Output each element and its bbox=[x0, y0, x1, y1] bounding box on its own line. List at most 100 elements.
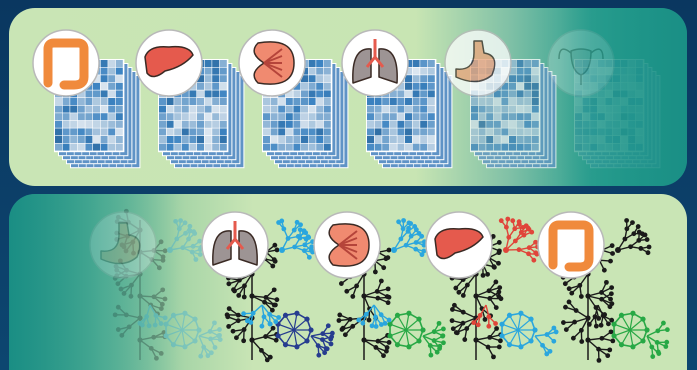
network-node bbox=[279, 247, 285, 253]
heatmap-cell bbox=[517, 136, 524, 143]
heatmap-cell bbox=[93, 144, 100, 151]
heatmap-cell bbox=[413, 113, 420, 120]
heatmap-cell bbox=[220, 98, 227, 105]
heatmap-cell bbox=[278, 144, 285, 151]
heatmap-cell bbox=[524, 83, 531, 90]
heatmap-cell bbox=[309, 128, 316, 135]
heatmap-cell bbox=[286, 98, 293, 105]
heatmap-cell bbox=[479, 144, 486, 151]
network-node bbox=[395, 313, 400, 318]
heatmap-cell bbox=[263, 136, 270, 143]
heatmap-cell bbox=[101, 98, 108, 105]
heatmap-cell bbox=[390, 106, 397, 113]
heatmap-cell bbox=[85, 113, 92, 120]
heatmap-cell bbox=[375, 136, 382, 143]
heatmap-cell bbox=[316, 98, 323, 105]
network-node bbox=[420, 252, 425, 257]
network-node bbox=[384, 256, 389, 261]
heatmap-cell bbox=[524, 106, 531, 113]
heatmap-cell bbox=[197, 144, 204, 151]
heatmap-cell bbox=[167, 121, 174, 128]
network-node bbox=[182, 311, 187, 316]
liver-icon bbox=[426, 212, 492, 278]
heatmap-cell bbox=[263, 144, 270, 151]
heatmap-cell bbox=[479, 136, 486, 143]
network-node bbox=[183, 220, 188, 225]
heatmap-cell bbox=[367, 128, 374, 135]
heatmap-cell bbox=[501, 144, 508, 151]
heatmap-cell bbox=[116, 68, 123, 75]
network-node bbox=[337, 313, 342, 318]
network-node bbox=[602, 268, 607, 273]
network-node bbox=[329, 342, 334, 347]
heatmap-cell bbox=[212, 68, 219, 75]
network-node bbox=[322, 350, 327, 355]
heatmap-cell bbox=[263, 106, 270, 113]
heatmap-cell bbox=[324, 75, 331, 82]
heatmap-cell bbox=[263, 113, 270, 120]
network-node bbox=[507, 342, 512, 347]
network-node bbox=[192, 231, 197, 236]
heatmap-cell bbox=[212, 83, 219, 90]
heatmap-cell bbox=[205, 90, 212, 97]
heatmap-cell bbox=[428, 68, 435, 75]
heatmap-cell bbox=[101, 136, 108, 143]
heatmap-cell bbox=[420, 113, 427, 120]
heatmap-cell bbox=[382, 113, 389, 120]
network-node bbox=[367, 318, 372, 323]
network-node bbox=[494, 326, 499, 331]
heatmap-cell bbox=[428, 98, 435, 105]
heatmap-cell bbox=[413, 75, 420, 82]
network-node bbox=[493, 321, 498, 326]
heatmap-cell bbox=[116, 60, 123, 67]
network-node bbox=[608, 259, 613, 264]
heatmap-cell bbox=[271, 121, 278, 128]
network-node bbox=[419, 234, 424, 239]
network-node bbox=[270, 308, 275, 313]
network-node bbox=[395, 342, 400, 347]
network-node bbox=[437, 321, 442, 326]
heatmap-cell bbox=[316, 75, 323, 82]
heatmap-cell bbox=[316, 83, 323, 90]
network-node bbox=[476, 322, 481, 327]
heatmap-cell bbox=[309, 68, 316, 75]
heatmap-cell bbox=[205, 113, 212, 120]
heatmap-cell bbox=[397, 106, 404, 113]
heatmap-cell bbox=[55, 113, 62, 120]
network-node bbox=[273, 259, 278, 264]
heatmap-cell bbox=[471, 113, 478, 120]
heatmap-cell bbox=[486, 144, 493, 151]
network-node bbox=[192, 338, 197, 343]
heatmap-cell bbox=[420, 128, 427, 135]
heatmap-cell bbox=[532, 90, 539, 97]
heatmap-cell bbox=[309, 144, 316, 151]
heatmap-cell bbox=[324, 90, 331, 97]
network-node bbox=[231, 329, 236, 334]
heatmap-cell bbox=[205, 68, 212, 75]
heatmap-cell bbox=[167, 136, 174, 143]
heatmap-cell bbox=[301, 106, 308, 113]
network-node bbox=[656, 351, 661, 356]
network-node bbox=[437, 344, 442, 349]
network-node bbox=[268, 322, 273, 327]
network-node bbox=[381, 353, 386, 358]
network-node bbox=[579, 339, 584, 344]
heatmap-cell bbox=[286, 121, 293, 128]
heatmap-cell bbox=[174, 121, 181, 128]
heatmap-cell bbox=[101, 121, 108, 128]
heatmap-cell bbox=[293, 90, 300, 97]
heatmap-cell bbox=[55, 128, 62, 135]
heatmap-cell bbox=[420, 90, 427, 97]
heatmap-cell bbox=[324, 128, 331, 135]
heatmap-cell bbox=[55, 106, 62, 113]
heatmap-cell bbox=[301, 128, 308, 135]
network-node bbox=[610, 338, 615, 343]
heatmap-cell bbox=[278, 113, 285, 120]
heatmap-cell bbox=[532, 144, 539, 151]
heatmap-cell bbox=[271, 98, 278, 105]
network-node bbox=[561, 320, 566, 325]
heatmap-cell bbox=[382, 106, 389, 113]
heatmap-cell bbox=[174, 144, 181, 151]
heatmap-cell bbox=[382, 98, 389, 105]
heatmap-cell bbox=[390, 136, 397, 143]
